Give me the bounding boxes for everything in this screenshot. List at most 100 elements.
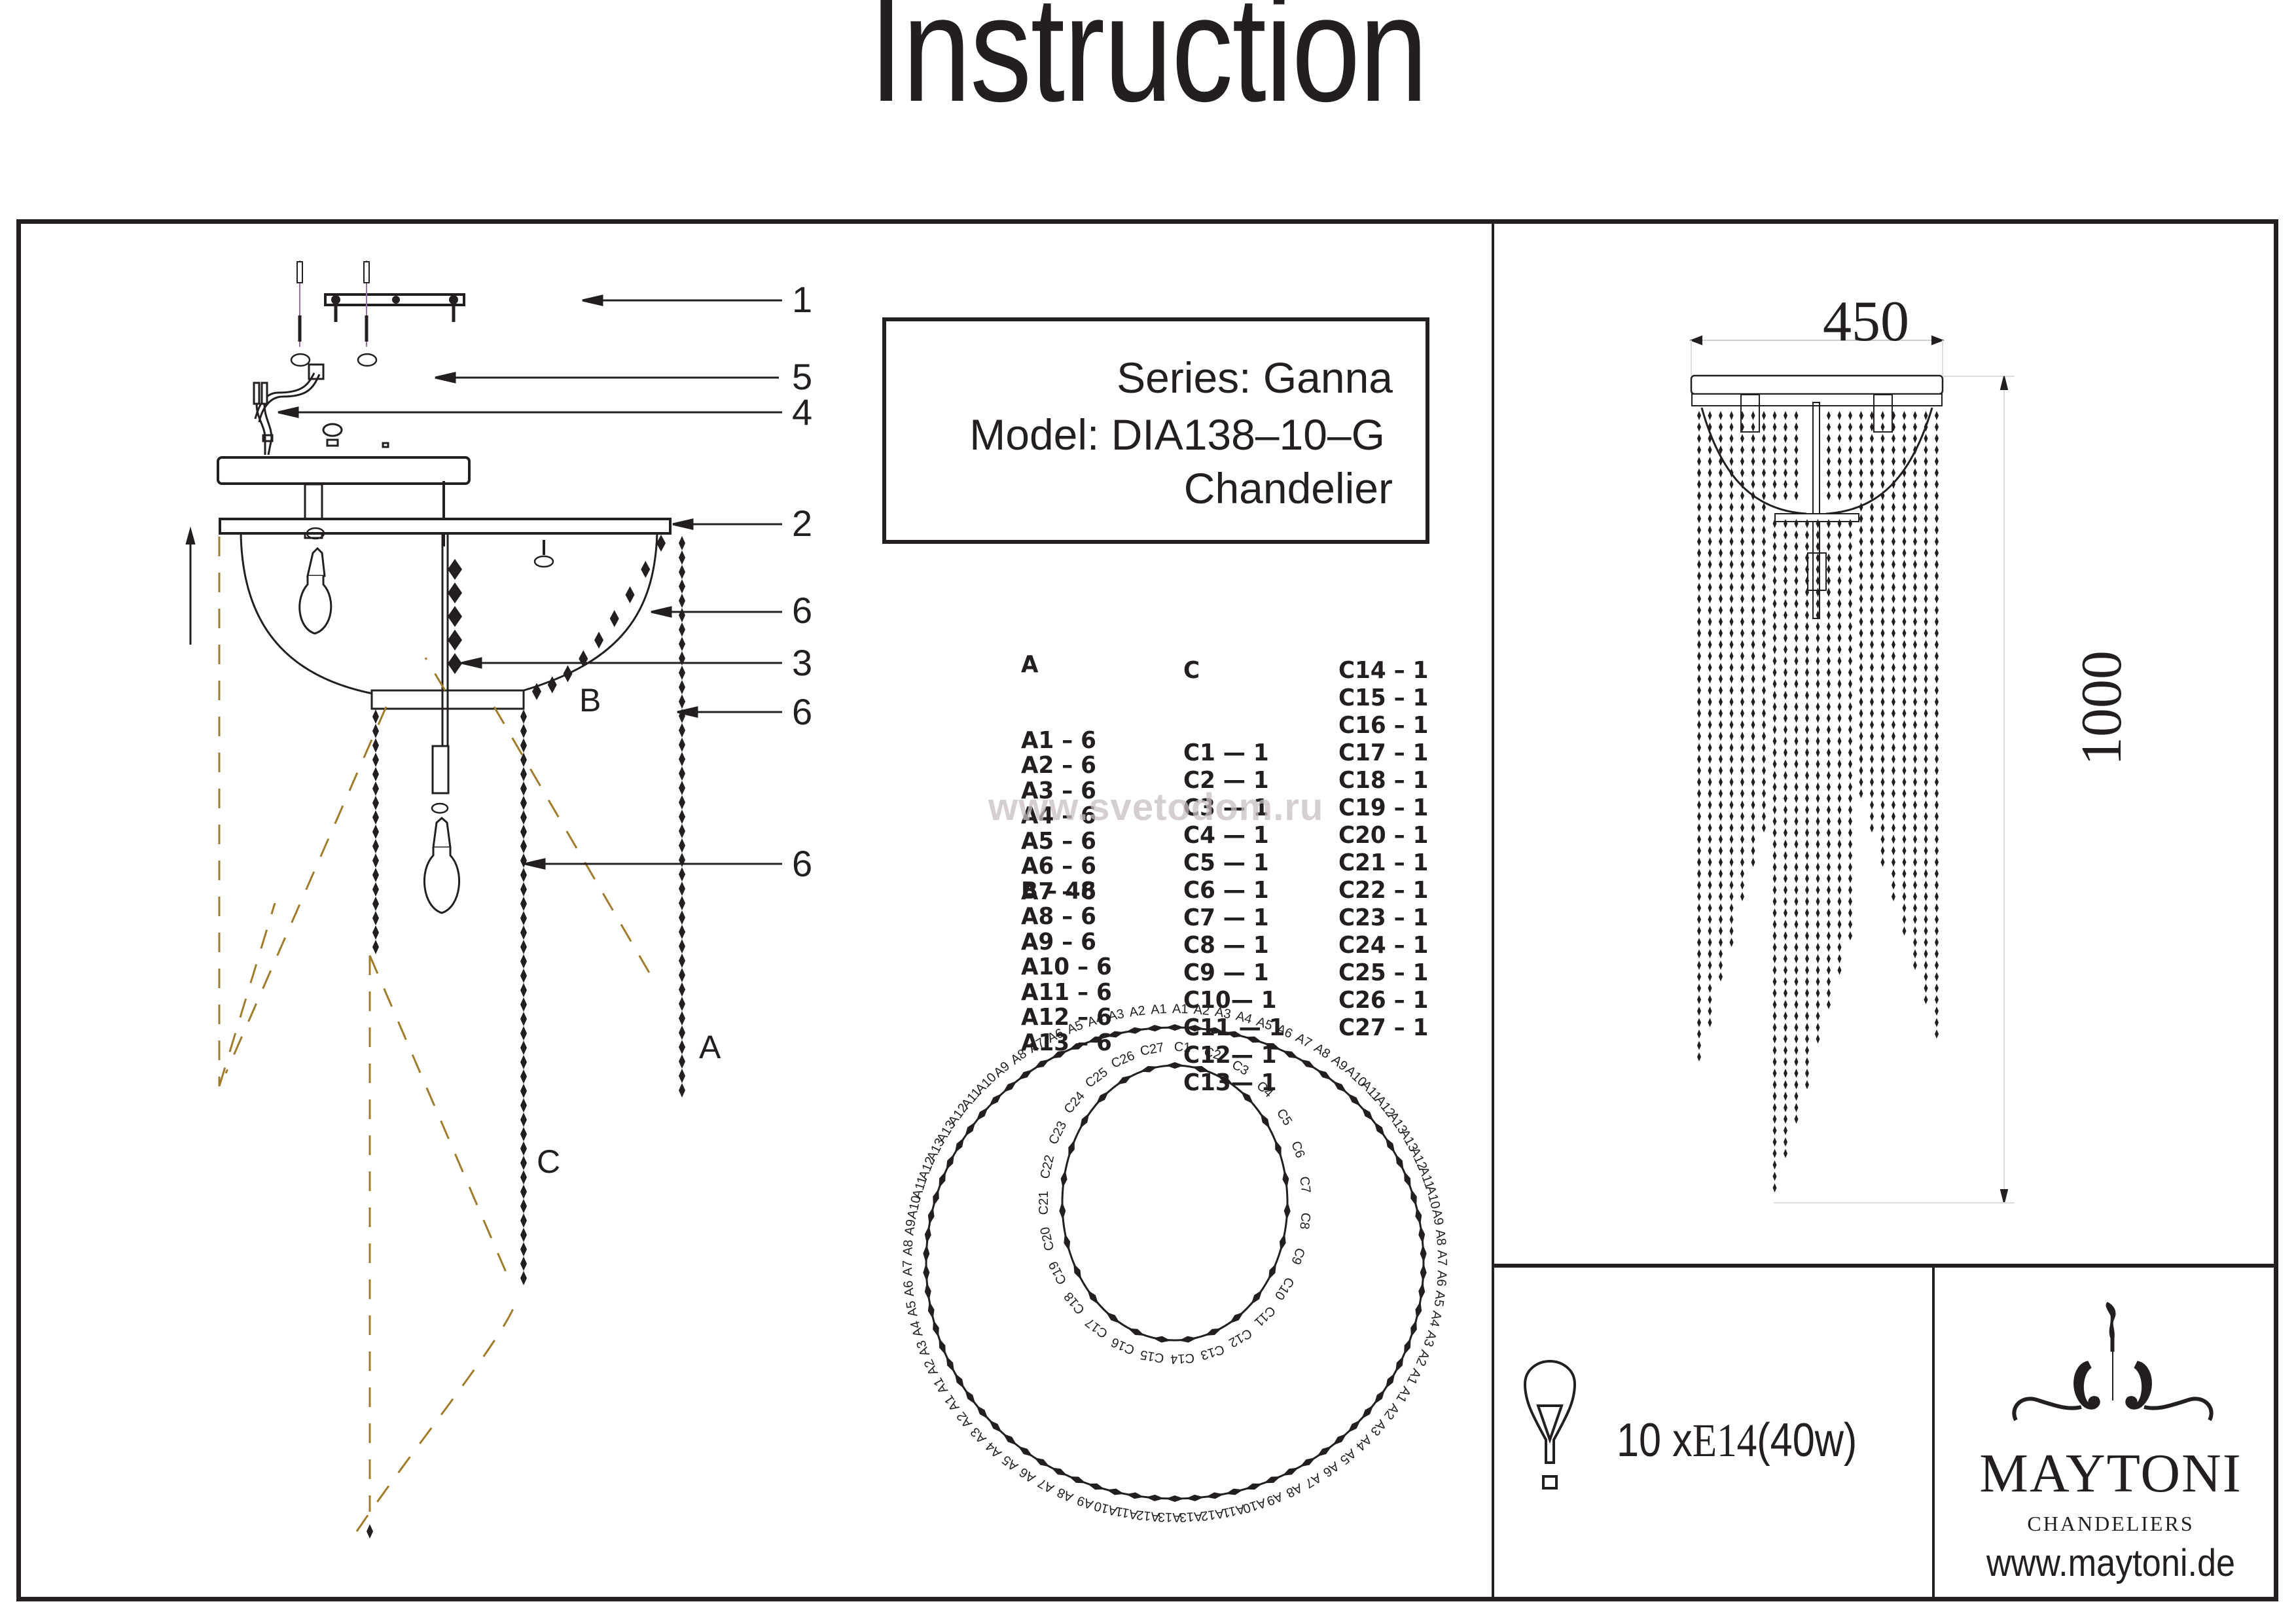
dimension-crystal — [1880, 526, 1885, 535]
dimension-crystal — [1870, 548, 1874, 558]
dimension-crystal — [1880, 777, 1885, 787]
dimension-crystal — [1924, 834, 1928, 844]
dimension-crystal — [1848, 668, 1852, 677]
dimension-crystal — [1902, 640, 1907, 649]
dimension-crystal — [1719, 972, 1723, 982]
dimension-crystal — [1762, 755, 1766, 764]
dimension-crystal — [1740, 697, 1744, 707]
assembly-diagram — [185, 260, 782, 1539]
crystal-strand-bead — [372, 868, 379, 882]
dimension-crystal — [1837, 805, 1842, 815]
dimension-crystal — [1751, 445, 1755, 455]
dimension-crystal — [1729, 468, 1734, 478]
dimension-crystal — [1772, 713, 1777, 723]
dimension-crystal — [1708, 548, 1712, 558]
dimension-crystal — [1729, 686, 1734, 695]
callout-4: 4 — [792, 391, 813, 433]
dimension-crystal — [1837, 840, 1842, 849]
dimension-crystal — [1880, 766, 1885, 776]
dimension-crystal — [1935, 548, 1939, 558]
dimension-crystal — [1848, 422, 1852, 432]
dimension-crystal — [1772, 1057, 1777, 1067]
dimension-crystal — [1870, 617, 1874, 626]
dimension-crystal — [1762, 651, 1766, 661]
ring-position-label: A10 — [1092, 1499, 1119, 1518]
dimension-crystal — [1837, 480, 1842, 489]
parts-list-item: A6 – 6 — [1021, 853, 1096, 880]
dimension-crystal — [1935, 445, 1939, 455]
dimension-crystal — [1837, 422, 1842, 432]
dimension-crystal — [1697, 709, 1701, 718]
dimension-crystal — [1805, 965, 1809, 975]
dimension-crystal — [1924, 880, 1928, 890]
brand-url[interactable]: www.maytoni.de — [1986, 1542, 2236, 1584]
dimension-crystal — [1837, 942, 1842, 952]
dimension-crystal — [1848, 851, 1852, 861]
dimension-crystal — [1697, 961, 1701, 970]
crystal-strand-bead — [679, 608, 685, 622]
dimension-crystal — [1805, 519, 1809, 528]
parts-header-c: C — [1183, 657, 1200, 684]
dimension-crystal — [1870, 422, 1874, 432]
dimension-crystal — [1708, 697, 1712, 707]
dimension-crystal — [1708, 709, 1712, 718]
crystal-strand-bead — [372, 839, 379, 853]
dimension-crystal — [1892, 777, 1895, 787]
brand-subtitle: CHANDELIERS — [2027, 1512, 2195, 1535]
crystal-strand-bead — [679, 781, 685, 795]
dimension-crystal — [1708, 972, 1712, 982]
dimension-crystal — [1719, 926, 1723, 936]
dimension-crystal — [1762, 697, 1766, 707]
dimension-crystal — [1848, 530, 1852, 540]
dimension-crystal — [1816, 759, 1820, 769]
dimension-crystal — [1892, 605, 1895, 615]
dimension-crystal — [1870, 812, 1874, 821]
dimension-crystal — [1859, 777, 1863, 787]
dimension-crystal — [1729, 560, 1734, 569]
dimension-crystal — [1697, 869, 1701, 878]
bowl-edge-bead — [641, 561, 651, 579]
dimension-crystal — [1902, 857, 1907, 867]
dimension-crystal — [1837, 468, 1842, 478]
dimension-crystal — [1729, 422, 1734, 432]
ring-position-label: C17 — [1083, 1315, 1111, 1341]
dimension-crystal — [1870, 605, 1874, 615]
dimension-crystal — [1784, 919, 1787, 929]
parts-list-item: C27 – 1 — [1338, 1014, 1429, 1041]
parts-list-item: C7 — 1 — [1183, 904, 1269, 931]
dimension-crystal — [1794, 851, 1799, 861]
dimension-crystal — [1902, 789, 1907, 798]
dimension-crystal — [1827, 622, 1831, 632]
dimension-crystal — [1892, 514, 1895, 524]
crystal-strand-bead — [520, 983, 527, 997]
dimension-crystal — [1827, 1000, 1831, 1009]
dimension-crystal — [1902, 422, 1907, 432]
dimension-crystal — [1816, 1011, 1820, 1021]
dimension-crystal — [1913, 526, 1917, 535]
ring-position-label: C11 — [1251, 1303, 1278, 1329]
dimension-crystal — [1816, 668, 1820, 677]
dimension-crystal — [1762, 594, 1766, 603]
dimension-crystal — [1751, 697, 1755, 707]
dimension-crystal — [1816, 863, 1820, 872]
dimension-crystal — [1772, 656, 1777, 666]
dimension-crystal — [1697, 571, 1701, 580]
parts-list-item: C4 — 1 — [1183, 822, 1269, 849]
dimension-crystal — [1859, 503, 1863, 512]
ring-position-label: C16 — [1109, 1334, 1137, 1357]
crystal-strand-bead — [520, 839, 527, 853]
dimension-crystal — [1913, 949, 1917, 959]
dimension-crystal — [1924, 526, 1928, 535]
dimension-crystal — [1794, 977, 1799, 986]
dimension-crystal — [1729, 503, 1734, 512]
crystal-strand-bead — [520, 796, 527, 810]
crystal-chain-bead — [448, 653, 462, 674]
dimension-crystal — [1784, 588, 1787, 597]
dimension-crystal — [1729, 709, 1734, 718]
dimension-crystal — [1751, 800, 1755, 810]
dimension-crystal — [1816, 679, 1820, 688]
dimension-crystal — [1708, 537, 1712, 546]
dimension-crystal — [1892, 697, 1895, 707]
parts-list-item: C8 — 1 — [1183, 932, 1269, 959]
ring-position-label: C18 — [1062, 1289, 1088, 1317]
